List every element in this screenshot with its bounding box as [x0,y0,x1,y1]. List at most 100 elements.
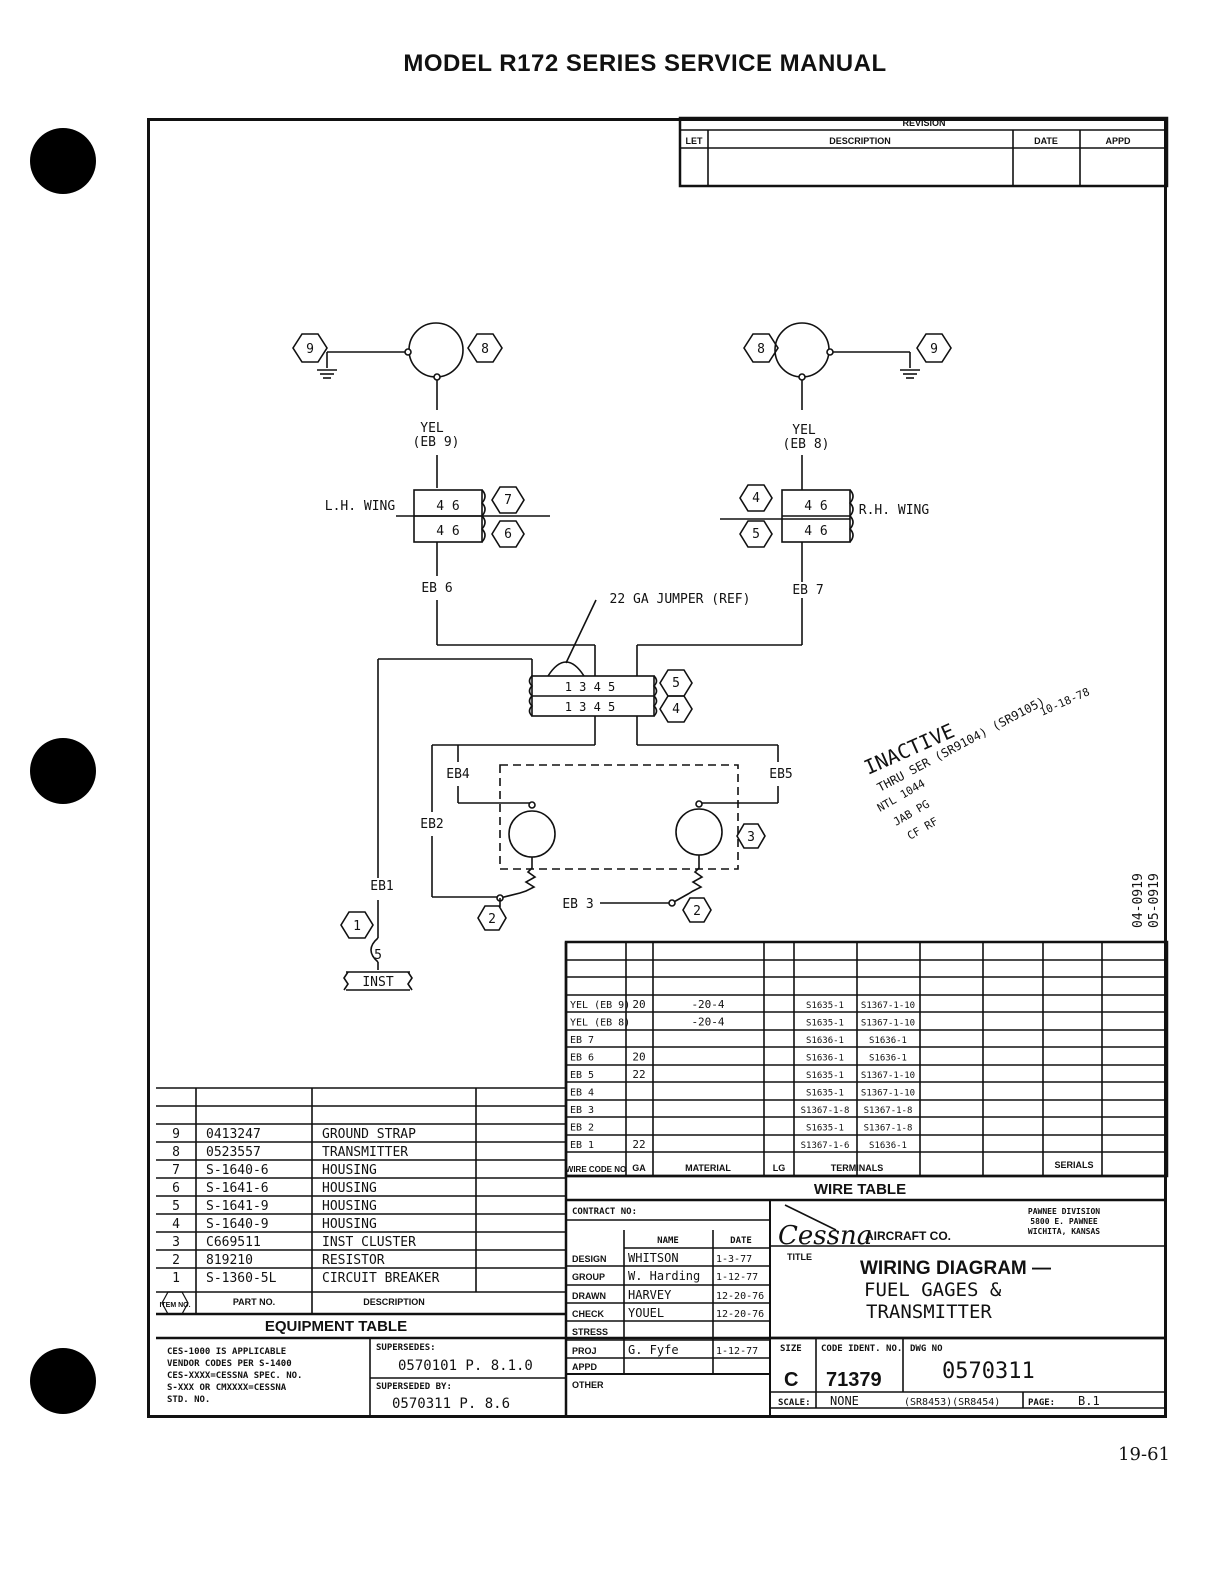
superseded-by-label: SUPERSEDED BY: [376,1382,452,1392]
company-suffix: AIRCRAFT CO. [865,1229,951,1243]
wire-row-terminal-1: S1367-1-8 [801,1106,850,1116]
approval-role: DRAWN [572,1291,606,1301]
drawing-title-line3: TRANSMITTER [866,1301,992,1323]
approval-date: 1-12-77 [716,1272,758,1283]
equip-row-item: 4 [172,1217,180,1232]
wire-row-terminal-2: S1636-1 [869,1141,907,1151]
scale-value: NONE [830,1394,859,1408]
lh-item-top: 7 [504,493,512,508]
wire-row-terminal-2: S1367-1-10 [861,1019,915,1029]
superseded-by-value: 0570311 P. 8.6 [392,1396,510,1412]
wire-row-terminal-2: S1367-1-8 [864,1124,913,1134]
revision-let: LET [686,136,704,146]
approval-role: APPD [572,1362,598,1372]
lh-gage-item-left: 9 [306,342,314,357]
inst-item: 1 [353,919,361,934]
wire-row-code: EB 3 [570,1105,594,1116]
approval-date: 1-12-77 [716,1346,758,1357]
scale-label: SCALE: [778,1398,811,1408]
revision-title: REVISION [902,118,945,128]
side-code: 04-0919 [1131,873,1146,928]
wire-row-ga: 20 [632,1051,645,1064]
rh-item-top: 4 [752,491,760,506]
page-title: MODEL R172 SERIES SERVICE MANUAL [403,50,887,77]
approval-role: OTHER [572,1380,604,1390]
equip-row-item: 2 [172,1253,180,1268]
approval-name: WHITSON [628,1251,679,1265]
supersedes-value: 0570101 P. 8.1.0 [398,1358,533,1374]
resistor-item-left: 2 [488,912,496,927]
punch-hole [30,738,96,804]
supersedes-label: SUPERSEDES: [376,1343,436,1353]
equip-row-part: S-1360-5L [206,1271,277,1286]
rh-wire-code: EB 7 [792,583,823,598]
equip-row-description: GROUND STRAP [322,1127,416,1142]
inactive-note-line: 10-18-78 [1038,685,1092,718]
wire-col-code: WIRE CODE NO [566,1165,626,1174]
center-item-top: 5 [672,676,680,691]
eb1-label: EB1 [370,879,393,894]
wire-row-terminal-1: S1635-1 [806,1001,844,1011]
resistor-item-right: 2 [693,904,701,919]
wire-row-material: -20-4 [691,1016,724,1029]
wire-row-code: EB 7 [570,1035,594,1046]
revision-appd: APPD [1105,136,1131,146]
side-codes: 04-0919 05-0919 [1131,873,1162,928]
equip-row-part: S-1640-9 [206,1217,269,1232]
lh-item-bottom: 6 [504,527,512,542]
wire-col-material: MATERIAL [685,1163,731,1173]
rh-pins-bottom: 4 6 [804,524,827,539]
page-number: 19-61 [1118,1444,1170,1465]
wire-row-terminal-1: S1636-1 [806,1036,844,1046]
wire-row-material: -20-4 [691,998,724,1011]
lh-wire-code: EB 6 [421,581,452,596]
equipment-table-title: EQUIPMENT TABLE [265,1318,407,1335]
rh-item-bottom: 5 [752,527,760,542]
rh-gage-item-right: 9 [930,342,938,357]
rh-wing-label: R.H. WING [859,503,930,518]
equip-row-part: S-1641-6 [206,1181,269,1196]
code-ident-label: CODE IDENT. NO. [821,1344,902,1354]
wire-row-terminal-1: S1635-1 [806,1019,844,1029]
equip-row-part: S-1640-6 [206,1163,269,1178]
equip-row-description: CIRCUIT BREAKER [322,1271,440,1286]
lh-pins-bottom: 4 6 [436,524,459,539]
revision-description: DESCRIPTION [829,136,891,146]
equip-row-description: HOUSING [322,1163,377,1178]
wire-table-title: WIRE TABLE [814,1181,906,1198]
wire-row-code: YEL (EB 8) [570,1018,630,1029]
rh-gage-code: (EB 8) [783,437,830,452]
equip-row-part: 819210 [206,1253,253,1268]
division-line: 5800 E. PAWNEE [1030,1217,1098,1226]
note-line: CES-1000 IS APPLICABLE [167,1347,286,1357]
lh-gage-item-right: 8 [481,342,489,357]
wire-col-serials: SERIALS [1054,1160,1093,1170]
equip-row-description: INST CLUSTER [322,1235,416,1250]
approval-role: PROJ [572,1346,597,1356]
drawing-frame [147,118,1167,1418]
center-item-bottom: 4 [672,702,680,717]
code-ident-value: 71379 [826,1369,882,1391]
applicability-notes: CES-1000 IS APPLICABLE VENDOR CODES PER … [167,1343,452,1405]
equip-row-part: C669511 [206,1235,261,1250]
wire-row-terminal-2: S1367-1-8 [864,1106,913,1116]
wire-row-code: EB 6 [570,1053,594,1064]
wire-row-terminal-2: S1636-1 [869,1036,907,1046]
equip-row-part: 0413247 [206,1127,261,1142]
side-code: 05-0919 [1147,873,1162,928]
lh-wing-label: L.H. WING [325,499,396,514]
equip-row-item: 3 [172,1235,180,1250]
equip-row-item: 6 [172,1181,180,1196]
note-line: S-XXX OR CMXXXX=CESSNA [167,1383,287,1393]
size-value: C [784,1369,798,1391]
wire-row-terminal-2: S1367-1-10 [861,1071,915,1081]
wire-row-code: EB 5 [570,1070,594,1081]
wire-row-terminal-2: S1636-1 [869,1054,907,1064]
equip-row-part: 0523557 [206,1145,261,1160]
eb2-label: EB2 [420,817,443,832]
center-pins-bottom: 1 3 4 5 [565,700,616,714]
note-line: VENDOR CODES PER S-1400 [167,1359,292,1369]
wire-row-code: EB 4 [570,1088,594,1099]
eb3-label: EB 3 [562,897,593,912]
